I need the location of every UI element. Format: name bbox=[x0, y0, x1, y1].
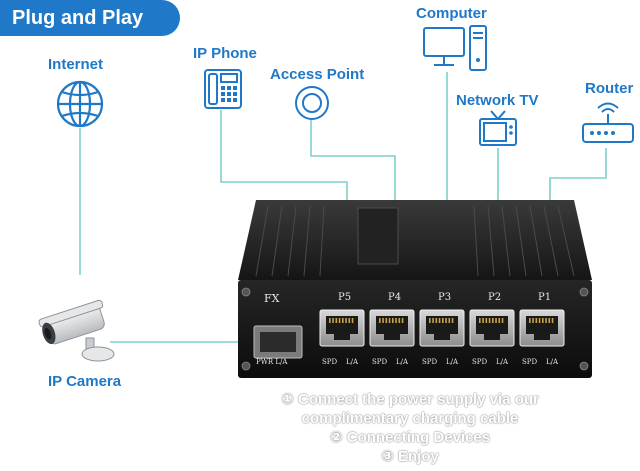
port-led-label: L/A bbox=[396, 358, 409, 366]
rj45-pin bbox=[451, 318, 454, 323]
rj45-pin bbox=[535, 318, 538, 323]
rj45-pin bbox=[538, 318, 541, 323]
rj45-pin bbox=[485, 318, 488, 323]
ip-camera-label: IP Camera bbox=[48, 373, 122, 390]
rj45-pin bbox=[351, 318, 354, 323]
rj45-pin bbox=[529, 318, 531, 323]
rj45-pin bbox=[448, 318, 451, 323]
access-point-icon bbox=[295, 86, 329, 120]
port-led-label: SPD bbox=[522, 358, 538, 366]
step-1-line-2: complimentary charging cable bbox=[301, 410, 519, 427]
rj45-pin bbox=[382, 318, 384, 323]
port-label-p4: P4 bbox=[388, 292, 402, 303]
fiber-led-labels: PWR L/A bbox=[256, 358, 288, 366]
computer-label: Computer bbox=[416, 5, 487, 22]
port-led-label: SPD bbox=[472, 358, 488, 366]
tv-icon bbox=[479, 110, 517, 146]
rj45-pin bbox=[548, 318, 551, 323]
rj45-pin bbox=[342, 318, 344, 323]
port-led-label: L/A bbox=[496, 358, 509, 366]
router-label: Router bbox=[585, 80, 634, 97]
rj45-pin bbox=[385, 318, 388, 323]
rj45-pin bbox=[488, 318, 491, 323]
internet-label: Internet bbox=[48, 56, 104, 73]
rj45-pin bbox=[498, 318, 501, 323]
rj45-pin bbox=[395, 318, 397, 323]
rj45-pin bbox=[551, 318, 554, 323]
rj45-pin bbox=[338, 318, 341, 323]
rj45-ports bbox=[319, 309, 565, 347]
port-led-label: L/A bbox=[546, 358, 559, 366]
rj45-pin bbox=[492, 318, 494, 323]
rj45-pin bbox=[545, 318, 547, 323]
port-label-p1: P1 bbox=[538, 292, 552, 303]
port-led-label: SPD bbox=[372, 358, 388, 366]
ip-phone-icon bbox=[204, 69, 242, 109]
step-3: ③ Enjoy bbox=[381, 448, 439, 465]
computer-icon bbox=[423, 25, 487, 71]
port-label-p3: P3 bbox=[438, 292, 452, 303]
rj45-pin bbox=[495, 318, 497, 323]
rj45-pin bbox=[379, 318, 381, 323]
rj45-pin bbox=[401, 318, 404, 323]
step-2: ② Connecting Devices bbox=[329, 429, 491, 446]
step-1-line-1: ① Connect the power supply via our bbox=[281, 391, 539, 408]
network-tv-label: Network TV bbox=[456, 92, 539, 109]
rj45-pin bbox=[332, 318, 334, 323]
rj45-pin bbox=[432, 318, 434, 323]
rj45-pin bbox=[429, 318, 431, 323]
ip-phone-label: IP Phone bbox=[193, 45, 257, 62]
ip-camera-icon bbox=[38, 299, 115, 362]
rj45-pin bbox=[392, 318, 394, 323]
port-label-p5: P5 bbox=[338, 292, 352, 303]
port-led-label: L/A bbox=[446, 358, 459, 366]
rj45-pin bbox=[542, 318, 544, 323]
rj45-pin bbox=[501, 318, 504, 323]
rj45-pin bbox=[479, 318, 481, 323]
rj45-pin bbox=[532, 318, 534, 323]
globe-icon bbox=[56, 80, 104, 128]
port-led-label: SPD bbox=[422, 358, 438, 366]
access-point-label: Access Point bbox=[270, 66, 365, 83]
port-label-p2: P2 bbox=[488, 292, 502, 303]
rj45-pin bbox=[398, 318, 401, 323]
rj45-pin bbox=[445, 318, 447, 323]
port-led-label: SPD bbox=[322, 358, 338, 366]
rj45-pin bbox=[388, 318, 391, 323]
rj45-pin bbox=[345, 318, 347, 323]
banner-title: Plug and Play bbox=[0, 0, 180, 36]
rj45-pin bbox=[482, 318, 484, 323]
rj45-pin bbox=[435, 318, 438, 323]
switch-body bbox=[238, 200, 592, 378]
fiber-port-label: FX bbox=[264, 292, 280, 305]
setup-steps: ① Connect the power supply via our compl… bbox=[230, 390, 590, 466]
rj45-pin bbox=[329, 318, 331, 323]
port-led-label: L/A bbox=[346, 358, 359, 366]
router-icon bbox=[582, 102, 634, 143]
rj45-pin bbox=[442, 318, 444, 323]
rj45-pin bbox=[348, 318, 351, 323]
rj45-pin bbox=[438, 318, 441, 323]
rj45-pin bbox=[335, 318, 338, 323]
